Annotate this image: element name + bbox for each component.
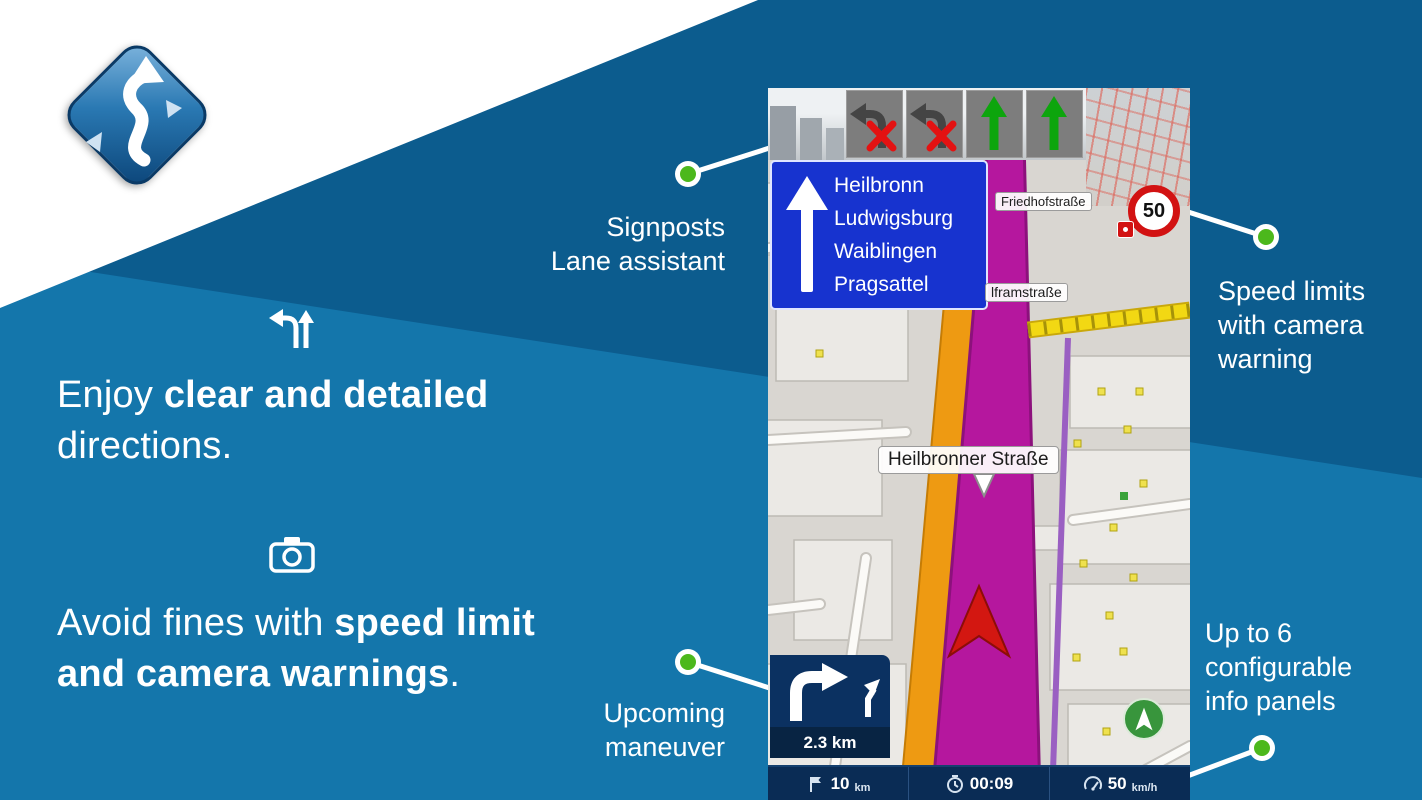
callout-panels-line2: configurable	[1205, 652, 1353, 682]
feature-directions-bold: clear and detailed	[163, 374, 489, 416]
feature-directions-line2: directions.	[57, 425, 233, 467]
info-panel-distance[interactable]: 10 km	[768, 767, 908, 800]
bg-white-triangle	[0, 0, 758, 308]
signpost-destination: Ludwigsburg	[834, 207, 954, 230]
speed-limit-sign: 50	[1128, 185, 1180, 237]
street-label: lframstraße	[985, 283, 1068, 302]
turn-directions-icon	[269, 309, 314, 348]
callout-dot-maneuver	[680, 654, 696, 670]
poi-pharmacy-marker	[1120, 492, 1128, 500]
app-screenshot: Heilbronn Ludwigsburg Waiblingen Pragsat…	[768, 88, 1190, 800]
feature-speed-text: Avoid fines with speed limit and camera …	[57, 598, 535, 700]
speed-unit: km/h	[1131, 782, 1158, 794]
turn-right-arrow-icon	[790, 663, 880, 721]
camera-icon	[269, 537, 315, 573]
feature-directions-text: Enjoy clear and detailed directions.	[57, 370, 488, 472]
signpost-destination: Pragsattel	[834, 273, 929, 296]
callout-panels-line1: Up to 6	[1205, 618, 1293, 648]
callout-maneuver-line2: maneuver	[604, 732, 725, 762]
north-arrow-icon	[1135, 707, 1153, 731]
distance-value: 10	[830, 773, 850, 793]
3d-buildings-wireframe	[1086, 88, 1190, 206]
signpost-straight-arrow-icon	[786, 176, 828, 292]
building-3d	[826, 128, 844, 160]
logo-route-arrow-icon	[86, 56, 182, 167]
street-label: Friedhofstraße	[995, 192, 1092, 211]
signpost-destinations: Heilbronn Ludwigsburg Waiblingen Pragsat…	[834, 169, 953, 301]
callout-panels-label: Up to 6 configurable info panels	[1205, 616, 1352, 718]
speed-limit-value: 50	[1142, 199, 1166, 222]
callout-dot-speed	[1258, 229, 1274, 245]
callout-speed-line2: with camera	[1218, 310, 1364, 340]
callout-maneuver-label: Upcoming maneuver	[430, 696, 725, 764]
waypoint-flag-icon	[809, 776, 821, 792]
speed-value: 50	[1107, 773, 1127, 793]
callout-maneuver-line1: Upcoming	[603, 698, 725, 728]
upcoming-maneuver-panel[interactable]: 2.3 km	[770, 655, 890, 758]
callout-connector-lines	[685, 141, 1269, 781]
signpost-panel: Heilbronn Ludwigsburg Waiblingen Pragsat…	[770, 160, 988, 310]
route-point-chevron	[972, 473, 996, 499]
callout-signposts-label: Signposts Lane assistant	[430, 210, 725, 278]
violet-road	[1049, 337, 1071, 800]
building-3d	[770, 106, 796, 160]
feature-speed-bold1: speed limit	[334, 602, 535, 644]
signpost-destination: Waiblingen	[834, 240, 938, 263]
maneuver-distance: 2.3 km	[770, 727, 890, 758]
callout-dot-signposts	[680, 166, 696, 182]
distance-unit: km	[854, 782, 871, 794]
callout-signposts-line1: Signposts	[606, 212, 725, 242]
time-value: 00:09	[969, 773, 1014, 793]
info-panel-speed[interactable]: 50 km/h	[1049, 767, 1190, 800]
callout-panels-line3: info panels	[1205, 686, 1336, 716]
yellow-road-hatch	[1027, 303, 1190, 337]
info-panel-bar: 10 km 00:09 50 km/h	[768, 765, 1190, 800]
callout-speed-label: Speed limits with camera warning	[1218, 274, 1365, 376]
callout-dot-panels	[1254, 740, 1270, 756]
lane-straight-allowed-icon	[1026, 90, 1083, 158]
signpost-destination: Heilbronn	[834, 174, 924, 197]
feature-speed-bold2: and camera warnings	[57, 653, 450, 695]
feature-speed-pre: Avoid fines with	[57, 602, 335, 644]
feature-directions-pre: Enjoy	[57, 374, 164, 416]
compass-button[interactable]	[1123, 698, 1165, 740]
callout-speed-line1: Speed limits	[1218, 276, 1366, 306]
callout-dots	[675, 161, 1279, 761]
lane-straight-allowed-icon	[966, 90, 1023, 158]
current-street-label: Heilbronner Straße	[878, 446, 1059, 474]
feature-speed-post: .	[449, 653, 461, 695]
speedometer-icon	[1083, 775, 1102, 791]
vehicle-position-arrow	[946, 583, 1012, 659]
remaining-time-icon	[946, 774, 963, 793]
building-3d	[800, 118, 822, 160]
app-logo	[59, 37, 215, 193]
lane-turn-left-blocked-icon	[906, 90, 963, 158]
lane-turn-left-blocked-icon	[846, 90, 903, 158]
speed-camera-badge-icon	[1117, 221, 1134, 238]
callout-signposts-line2: Lane assistant	[550, 246, 725, 276]
info-panel-time[interactable]: 00:09	[908, 767, 1049, 800]
callout-speed-line3: warning	[1218, 344, 1313, 374]
